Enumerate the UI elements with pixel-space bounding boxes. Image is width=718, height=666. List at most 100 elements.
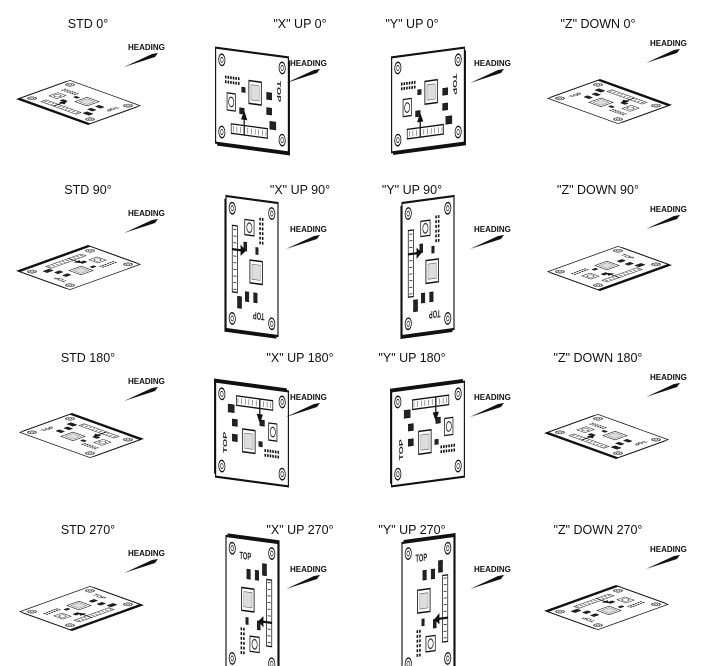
pad [416,639,419,643]
arrow-shaft [624,97,636,102]
smd-component [269,120,277,131]
arrow-shaft [52,102,64,107]
heading-label: HEADING [290,565,327,574]
mounting-hole-inner [220,56,224,63]
arrow-shaft [262,620,272,625]
pad [637,603,640,605]
silkscreen-top: TOP [53,276,70,282]
pad [443,445,445,449]
orientation-cell: "X" UP 90°TOP [224,183,330,339]
mounting-hole-inner [280,399,284,405]
pad [68,92,72,94]
mounting-hole-inner [406,210,410,217]
heading-label: HEADING [128,209,165,218]
silkscreen-top: TOP [253,309,265,323]
silkscreen-top: TOP [222,431,229,454]
orientation-cell: STD 180°TOP [18,351,144,458]
pad [243,641,245,645]
smd-component [253,292,258,304]
mounting-hole-inner [396,137,400,144]
cell-label: "Z" DOWN 0° [561,17,636,31]
smd-component [570,608,582,613]
heading-indicator: HEADING [286,59,327,83]
pad [277,455,280,459]
pad [578,271,582,274]
smd-component [266,107,272,116]
cell-label: "Y" UP 180° [378,351,445,365]
smd-component [442,102,448,111]
arrow-icon [78,612,87,616]
smd-component [601,430,608,433]
mounting-hole-inner [87,118,93,121]
smd-component [431,245,435,254]
pad [435,239,437,243]
pad [416,644,419,648]
cell-label: STD 90° [64,183,111,197]
pad [261,222,264,226]
mounting-hole-inner [406,660,410,666]
pad [403,82,406,86]
pad [86,443,89,445]
pad [259,227,261,231]
arrow-shaft [96,431,108,436]
smd-component [623,439,633,443]
heading-arrow-icon [646,383,680,397]
pad [232,81,235,85]
mounting-hole-inner [653,263,659,266]
smd-component [232,433,238,442]
smd-component [63,608,71,611]
pad [230,80,232,84]
heading-indicator: HEADING [124,377,165,401]
connector [40,99,82,115]
mounting-hole-inner [220,129,224,135]
mounting-hole-inner [446,315,450,322]
pad [259,222,261,226]
mounting-hole-inner [396,399,400,405]
silkscreen-top: TOP [90,594,107,600]
mounting-hole-inner [125,438,131,441]
smd-component [624,262,634,266]
board-view: TOP [16,244,142,290]
heading-arrow-icon [470,235,504,249]
pad [435,215,437,219]
arrow-shaft [438,616,448,620]
arrow-shaft [408,252,418,256]
mounting-hole-inner [280,65,284,71]
pad [450,448,453,452]
board-view: TOP [215,46,290,156]
pad [269,454,272,458]
orientation-cell: "X" UP 0°TOP [215,17,327,156]
pad [261,227,264,231]
pad [267,449,269,453]
pad [419,639,421,643]
heading-indicator: HEADING [646,545,687,569]
mounting-hole-inner [230,205,234,212]
pad [416,649,419,653]
mounting-hole-inner [595,417,601,420]
mounting-hole-inner [446,655,450,662]
heading-label: HEADING [128,377,165,386]
heading-indicator: HEADING [646,205,687,229]
pad [48,611,51,613]
pad [269,449,272,453]
pad [259,241,261,245]
pad [440,445,443,449]
smd-component [245,617,249,625]
heading-indicator: HEADING [646,39,687,63]
cell-label: "X" UP 270° [266,523,333,537]
mounting-hole-inner [557,610,563,613]
board-view: TOP [401,532,456,666]
mounting-hole-inner [87,589,93,592]
smd-component [583,95,593,99]
pad [261,236,264,240]
board-view: TOP [391,46,466,156]
cell-label: "Z" DOWN 270° [554,523,643,537]
pad [611,110,615,112]
arrow-icon [93,433,102,437]
pad [453,443,456,447]
pad [240,627,243,631]
mounting-hole-inner [125,603,131,606]
board-view: TOP [544,414,670,460]
arrow-icon [416,247,422,259]
connector [601,267,643,283]
